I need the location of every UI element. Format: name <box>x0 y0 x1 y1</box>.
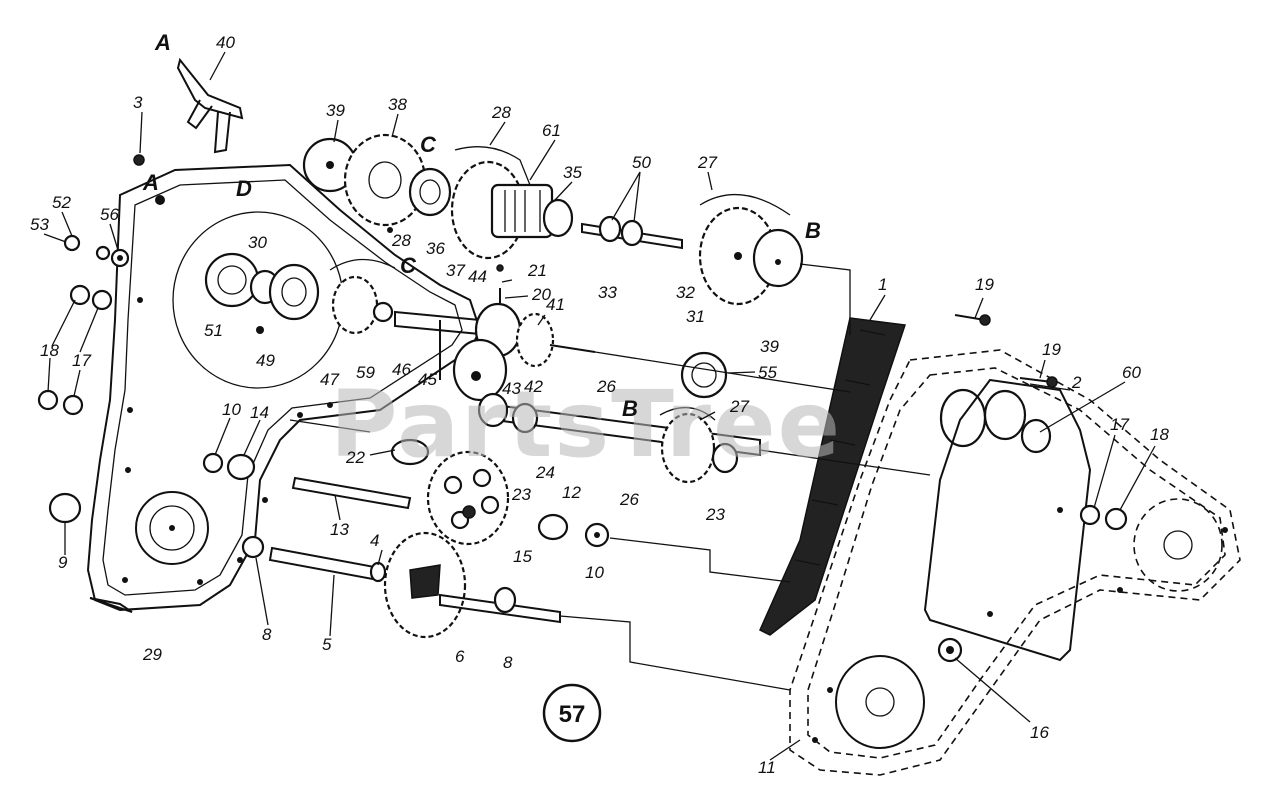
watermark-text: PartsTree <box>330 371 842 478</box>
callout-55: 55 <box>758 363 777 382</box>
callout-3: 3 <box>133 93 143 112</box>
callout-51: 51 <box>204 321 223 340</box>
callout-1: 1 <box>878 275 887 294</box>
callout-33: 33 <box>598 283 617 302</box>
ref-letter-c: C <box>400 253 417 278</box>
callout-12: 12 <box>562 483 581 502</box>
callout-17-right: 17 <box>1110 415 1129 434</box>
callout-44: 44 <box>468 267 487 286</box>
shaft-13-group <box>291 450 610 548</box>
sprocket-31-group <box>698 194 804 306</box>
callout-26-top: 26 <box>596 377 616 396</box>
callout-20: 20 <box>531 285 551 304</box>
shaft-5-group <box>268 531 561 639</box>
callout-36: 36 <box>426 239 445 258</box>
callout-27-top: 27 <box>697 153 717 172</box>
callout-53: 53 <box>30 215 49 234</box>
callout-56: 56 <box>100 205 119 224</box>
callout-18-left: 18 <box>40 341 59 360</box>
callout-26-sprocket: 26 <box>619 490 639 509</box>
drive-chain-1 <box>759 317 907 636</box>
callout-15: 15 <box>513 547 532 566</box>
callout-10-left: 10 <box>222 400 241 419</box>
ref-letter-b-top: B <box>805 218 821 243</box>
leader-lines <box>43 51 1156 761</box>
callout-39-top: 39 <box>326 101 345 120</box>
callout-40: 40 <box>216 33 235 52</box>
shaft-45-46-group <box>394 264 596 402</box>
callout-29: 29 <box>142 645 162 664</box>
page-number: 57 <box>559 701 586 728</box>
callout-61: 61 <box>542 121 561 140</box>
callout-52: 52 <box>52 193 71 212</box>
shaft-26-group <box>390 351 761 484</box>
callout-47: 47 <box>320 370 339 389</box>
page-number-badge: 57 <box>542 683 602 743</box>
callout-30: 30 <box>248 233 267 252</box>
alignment-lines <box>289 263 931 691</box>
callout-38: 38 <box>388 95 407 114</box>
sprocket-37-group <box>450 146 574 260</box>
ref-letter-c-top: C <box>420 132 437 157</box>
callout-28: 28 <box>391 231 411 250</box>
callout-9: 9 <box>58 553 68 572</box>
callout-2: 2 <box>1071 373 1082 392</box>
callout-21: 21 <box>527 261 547 280</box>
ref-letter-d: D <box>236 176 252 201</box>
callout-37: 37 <box>446 261 465 280</box>
left-fasteners <box>37 154 265 559</box>
callout-8-left: 8 <box>262 625 272 644</box>
callout-43: 43 <box>502 379 521 398</box>
callout-17-left: 17 <box>72 351 91 370</box>
callout-16: 16 <box>1030 723 1049 742</box>
callout-13: 13 <box>330 520 349 539</box>
callout-8-right: 8 <box>503 653 513 672</box>
callout-11: 11 <box>758 758 776 777</box>
sprocket-38-group <box>302 133 452 227</box>
shaft-32-33 <box>581 215 683 250</box>
callout-35: 35 <box>563 163 582 182</box>
callout-10-right: 10 <box>585 563 604 582</box>
right-housing <box>789 349 1241 776</box>
callout-19-top: 19 <box>975 275 994 294</box>
callout-49: 49 <box>256 351 275 370</box>
bearing-group-left <box>204 252 320 321</box>
callout-23-right: 23 <box>705 505 725 524</box>
callout-24: 24 <box>535 463 555 482</box>
callout-22: 22 <box>345 448 365 467</box>
callout-28-top: 28 <box>491 103 511 122</box>
callout-42: 42 <box>524 377 543 396</box>
crank-shaft-40 <box>176 57 244 154</box>
callout-60: 60 <box>1122 363 1141 382</box>
callout-23-left: 23 <box>511 485 531 504</box>
ref-letter-b: B <box>622 396 638 421</box>
part-callouts: 1 2 3 4 5 6 8 8 9 10 10 11 12 13 14 15 1… <box>30 33 1169 777</box>
callout-18-right: 18 <box>1150 425 1169 444</box>
callout-32: 32 <box>676 283 695 302</box>
callout-14: 14 <box>250 403 269 422</box>
callout-46: 46 <box>392 360 411 379</box>
callout-41: 41 <box>546 295 565 314</box>
callout-45: 45 <box>418 370 437 389</box>
left-housing <box>86 163 482 613</box>
callout-59: 59 <box>356 363 375 382</box>
callout-50: 50 <box>632 153 651 172</box>
callout-6: 6 <box>455 647 465 666</box>
ref-letter-a-top: A <box>154 30 171 55</box>
callout-19: 19 <box>1042 340 1061 359</box>
callout-27: 27 <box>729 397 749 416</box>
ref-letter-a: A <box>142 170 159 195</box>
sprocket-47-group <box>329 258 396 335</box>
bolts-19 <box>954 314 1058 388</box>
callout-4: 4 <box>370 531 379 550</box>
callout-5: 5 <box>322 635 332 654</box>
callout-39: 39 <box>760 337 779 356</box>
callout-31: 31 <box>686 307 705 326</box>
